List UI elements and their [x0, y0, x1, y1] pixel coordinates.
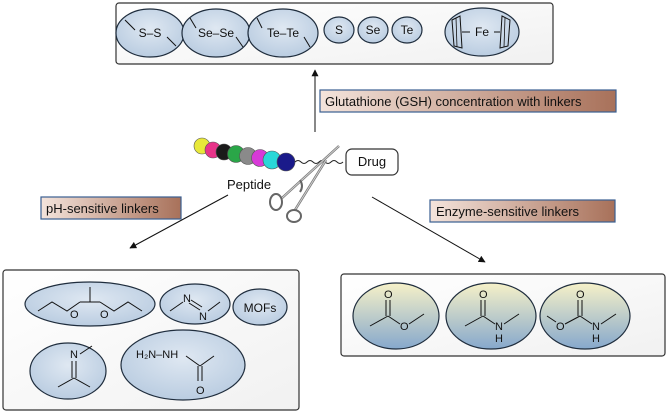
- imine-n: N: [70, 349, 78, 361]
- arrow-down-left: [129, 194, 229, 249]
- acetal-o-right: O: [100, 309, 109, 321]
- azo-n1: N: [183, 293, 191, 305]
- carbamate-o-top: O: [576, 289, 585, 301]
- peptide-chain: [193, 137, 296, 172]
- ester-o-top: O: [384, 289, 393, 301]
- hydrazide-o: O: [196, 385, 205, 397]
- tellurium-label: Te: [401, 23, 414, 37]
- hydrazide-structure-icon: H₂N–NH O: [120, 329, 246, 401]
- selenium-label: Se: [366, 23, 381, 37]
- carbamate-o-left: O: [556, 321, 565, 333]
- ester-o-right: O: [400, 321, 409, 333]
- linker-wavy-line: [294, 160, 344, 164]
- ferrocene-icon: Fe: [444, 7, 520, 57]
- scissors-icon: [269, 145, 340, 223]
- amide-structure-icon: O N H: [445, 282, 537, 350]
- drug-box: Drug: [345, 148, 399, 176]
- disulfide-oval: S–S: [115, 8, 185, 58]
- acetal-o-left: O: [70, 309, 79, 321]
- disulfide-label: S–S: [139, 26, 162, 40]
- diselenide-oval: Se–Se: [181, 8, 251, 58]
- enzyme-label-box: Enzyme-sensitive linkers: [429, 199, 616, 223]
- bottom-right-panel: O O O N H O O: [340, 273, 666, 357]
- sulfur-label: S: [335, 23, 343, 37]
- amide-h: H: [495, 333, 503, 345]
- bottom-left-panel: O O N N MOFs N: [2, 269, 300, 411]
- azo-n2: N: [199, 311, 207, 323]
- gsh-label-box: Glutathione (GSH) concentration with lin…: [319, 89, 617, 113]
- hydrazide-h2n-nh: H₂N–NH: [136, 349, 178, 361]
- amide-n: N: [495, 321, 503, 333]
- carbamate-n: N: [592, 321, 600, 333]
- ditelluride-oval: Te–Te: [247, 8, 319, 58]
- drug-label: Drug: [358, 154, 386, 169]
- ester-structure-icon: O O: [352, 282, 440, 350]
- arrow-down-right: [371, 196, 486, 263]
- imine-structure-icon: N: [29, 342, 107, 400]
- ph-label: pH-sensitive linkers: [46, 201, 159, 216]
- ditelluride-label: Te–Te: [267, 26, 299, 40]
- azo-structure-icon: N N: [159, 283, 231, 325]
- mofs-label: MOFs: [244, 301, 277, 315]
- top-panel: S–S Se–Se Te–Te S Se Te: [115, 2, 554, 65]
- selenium-oval: Se: [357, 16, 389, 44]
- carbamate-structure-icon: O O N H: [539, 282, 631, 350]
- enzyme-label: Enzyme-sensitive linkers: [436, 204, 580, 219]
- diselenide-label: Se–Se: [198, 26, 234, 40]
- sulfur-oval: S: [323, 16, 355, 44]
- carbamate-h: H: [592, 333, 600, 345]
- amide-o: O: [479, 289, 488, 301]
- ph-label-box: pH-sensitive linkers: [40, 196, 182, 220]
- peptide-label: Peptide: [227, 177, 271, 192]
- gsh-label: Glutathione (GSH) concentration with lin…: [325, 94, 582, 109]
- mofs-oval: MOFs: [232, 288, 288, 326]
- tellurium-oval: Te: [391, 16, 423, 44]
- acetal-structure-icon: O O: [24, 281, 156, 327]
- iron-label: Fe: [475, 25, 489, 39]
